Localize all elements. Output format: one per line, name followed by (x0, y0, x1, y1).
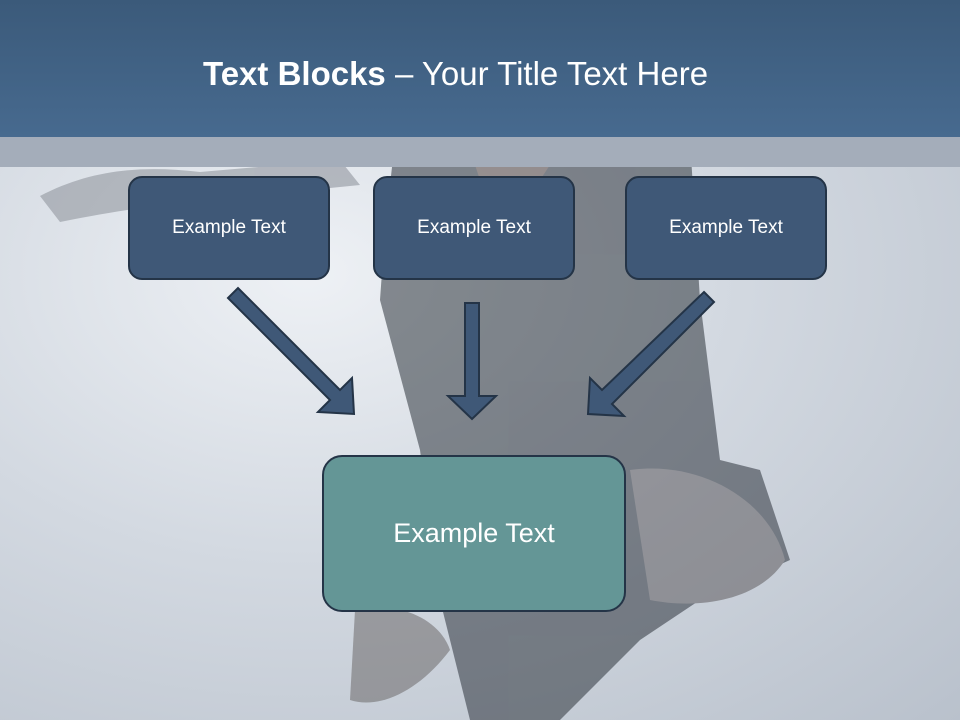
top-block-3[interactable]: Example Text (625, 176, 827, 280)
arrow-right (586, 290, 716, 418)
title-separator: – (385, 55, 422, 92)
title-bold: Text Blocks (203, 55, 386, 92)
arrow-left (226, 286, 356, 416)
slide-title: Text Blocks – Your Title Text Here (203, 55, 708, 93)
title-sub-band (0, 137, 960, 167)
top-block-2[interactable]: Example Text (373, 176, 575, 280)
title-rest: Your Title Text Here (421, 55, 709, 92)
top-block-1[interactable]: Example Text (128, 176, 330, 280)
title-bar: Text Blocks – Your Title Text Here (0, 0, 960, 137)
bottom-block[interactable]: Example Text (322, 455, 626, 612)
arrow-center (445, 302, 499, 421)
